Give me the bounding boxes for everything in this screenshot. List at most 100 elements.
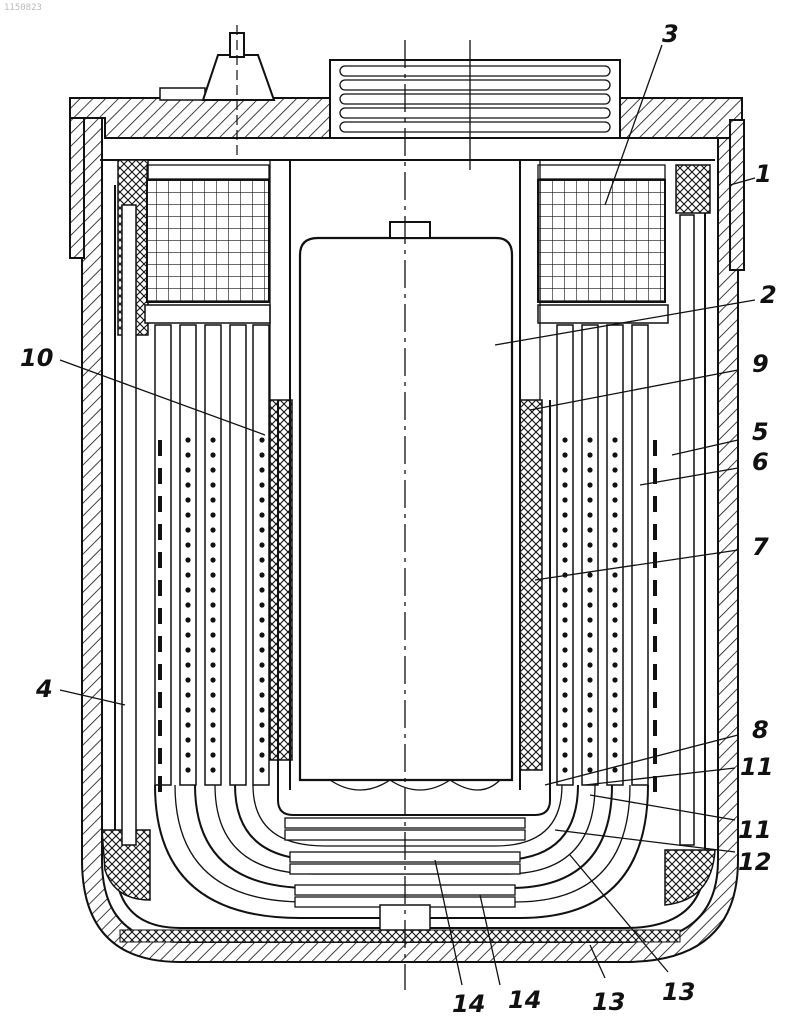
- bead: [562, 587, 567, 592]
- bead: [612, 752, 617, 757]
- bead: [587, 632, 592, 637]
- bead: [185, 737, 190, 742]
- callout-4: 4: [35, 675, 53, 703]
- bead: [185, 632, 190, 637]
- dash-mark: [653, 664, 657, 680]
- dash-mark: [158, 748, 162, 764]
- bead: [259, 737, 264, 742]
- bead: [185, 572, 190, 577]
- bead: [185, 647, 190, 652]
- bead: [210, 692, 215, 697]
- bead: [259, 482, 264, 487]
- bead: [587, 512, 592, 517]
- bead: [587, 572, 592, 577]
- dash-mark: [653, 720, 657, 736]
- bead: [210, 737, 215, 742]
- bead: [562, 437, 567, 442]
- bead: [587, 767, 592, 772]
- right-shelf: [538, 305, 668, 323]
- bead: [210, 452, 215, 457]
- dash-mark: [653, 552, 657, 568]
- bead: [562, 767, 567, 772]
- bead: [259, 572, 264, 577]
- bead: [562, 617, 567, 622]
- bead: [587, 722, 592, 727]
- dash-mark: [158, 692, 162, 708]
- dash-mark: [158, 720, 162, 736]
- bead: [210, 437, 215, 442]
- bead: [185, 512, 190, 517]
- bead: [612, 737, 617, 742]
- bead: [185, 677, 190, 682]
- bead: [562, 737, 567, 742]
- bead: [210, 707, 215, 712]
- bead: [259, 527, 264, 532]
- dash-mark: [653, 636, 657, 652]
- bead: [210, 497, 215, 502]
- bead: [562, 542, 567, 547]
- bead: [210, 677, 215, 682]
- dash-mark: [158, 608, 162, 624]
- bead: [612, 557, 617, 562]
- bead: [587, 692, 592, 697]
- bead: [210, 467, 215, 472]
- bead: [185, 617, 190, 622]
- callout-14-left: 14: [452, 990, 485, 1018]
- bead: [210, 527, 215, 532]
- bead: [259, 557, 264, 562]
- bead: [259, 647, 264, 652]
- bead: [185, 692, 190, 697]
- bead: [587, 542, 592, 547]
- callout-14-right: 14: [508, 986, 541, 1014]
- bead: [185, 467, 190, 472]
- callout-8: 8: [752, 716, 769, 744]
- dash-mark: [158, 664, 162, 680]
- bead: [259, 452, 264, 457]
- bead: [562, 647, 567, 652]
- bead: [259, 752, 264, 757]
- bead: [612, 722, 617, 727]
- bead: [612, 467, 617, 472]
- bead: [612, 527, 617, 532]
- connector-fitting: [203, 25, 274, 160]
- bead: [612, 512, 617, 517]
- bead: [185, 527, 190, 532]
- dash-mark: [653, 776, 657, 792]
- callout-9: 9: [752, 350, 769, 378]
- bead: [259, 497, 264, 502]
- bead: [562, 602, 567, 607]
- bead: [259, 662, 264, 667]
- dash-mark: [158, 496, 162, 512]
- callout-11-lower: 11: [738, 816, 771, 844]
- dash-mark: [158, 468, 162, 484]
- bead: [612, 632, 617, 637]
- bead: [562, 677, 567, 682]
- watermark-text: 1150823: [4, 3, 42, 13]
- bead: [587, 662, 592, 667]
- callout-7: 7: [752, 533, 769, 561]
- bead: [259, 692, 264, 697]
- bead: [612, 647, 617, 652]
- bead: [612, 572, 617, 577]
- bead: [185, 497, 190, 502]
- bead: [612, 617, 617, 622]
- callout-6: 6: [752, 448, 769, 476]
- dash-mark: [653, 496, 657, 512]
- dash-mark: [158, 580, 162, 596]
- callout-12: 12: [738, 848, 771, 876]
- callout-2: 2: [760, 281, 777, 309]
- bead: [185, 437, 190, 442]
- bead: [210, 752, 215, 757]
- bead: [210, 542, 215, 547]
- dash-mark: [653, 440, 657, 456]
- bead: [612, 707, 617, 712]
- bellows: [330, 60, 620, 138]
- bead: [185, 482, 190, 487]
- callout-5: 5: [752, 418, 769, 446]
- callout-1: 1: [755, 160, 772, 188]
- bead: [210, 572, 215, 577]
- bead: [259, 632, 264, 637]
- bead: [259, 587, 264, 592]
- bead: [612, 497, 617, 502]
